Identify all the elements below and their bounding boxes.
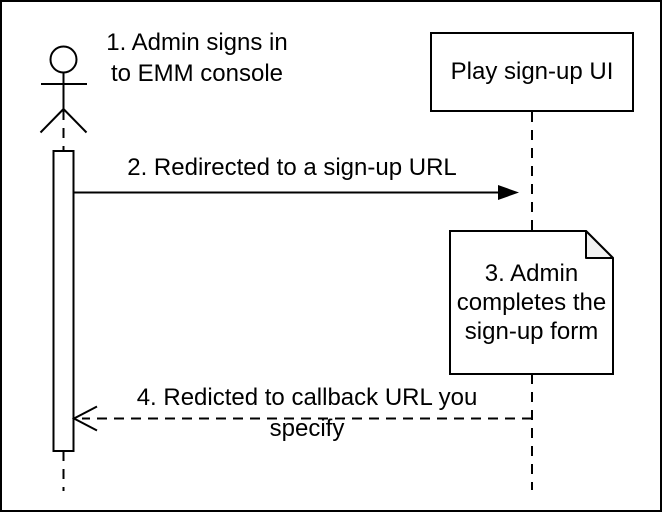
- message-1-annotation: 1. Admin signs in to EMM console: [106, 29, 288, 87]
- actor-head: [49, 45, 78, 74]
- filled-arrowhead-icon: [498, 185, 519, 200]
- actor-icon: [39, 45, 88, 134]
- note-shape: [449, 230, 614, 375]
- note-outline: [449, 230, 614, 375]
- note-label: 3. Admin completes the sign-up form: [456, 260, 607, 345]
- message-arrow-redirect: [73, 185, 519, 200]
- participant-box: Play sign-up UI: [430, 32, 634, 112]
- open-arrowhead-icon: [71, 405, 98, 432]
- message-arrow-callback: [71, 405, 532, 432]
- message-4-label: 4. Redicted to callback URL you specify: [136, 384, 478, 442]
- participant-box-label: Play sign-up UI: [450, 58, 614, 85]
- activation-bar: [52, 150, 75, 452]
- message-2-label: 2. Redirected to a sign-up URL: [127, 154, 457, 181]
- actor-right-leg: [62, 108, 88, 134]
- actor-left-leg: [39, 108, 65, 134]
- note-fold-icon: [585, 230, 614, 259]
